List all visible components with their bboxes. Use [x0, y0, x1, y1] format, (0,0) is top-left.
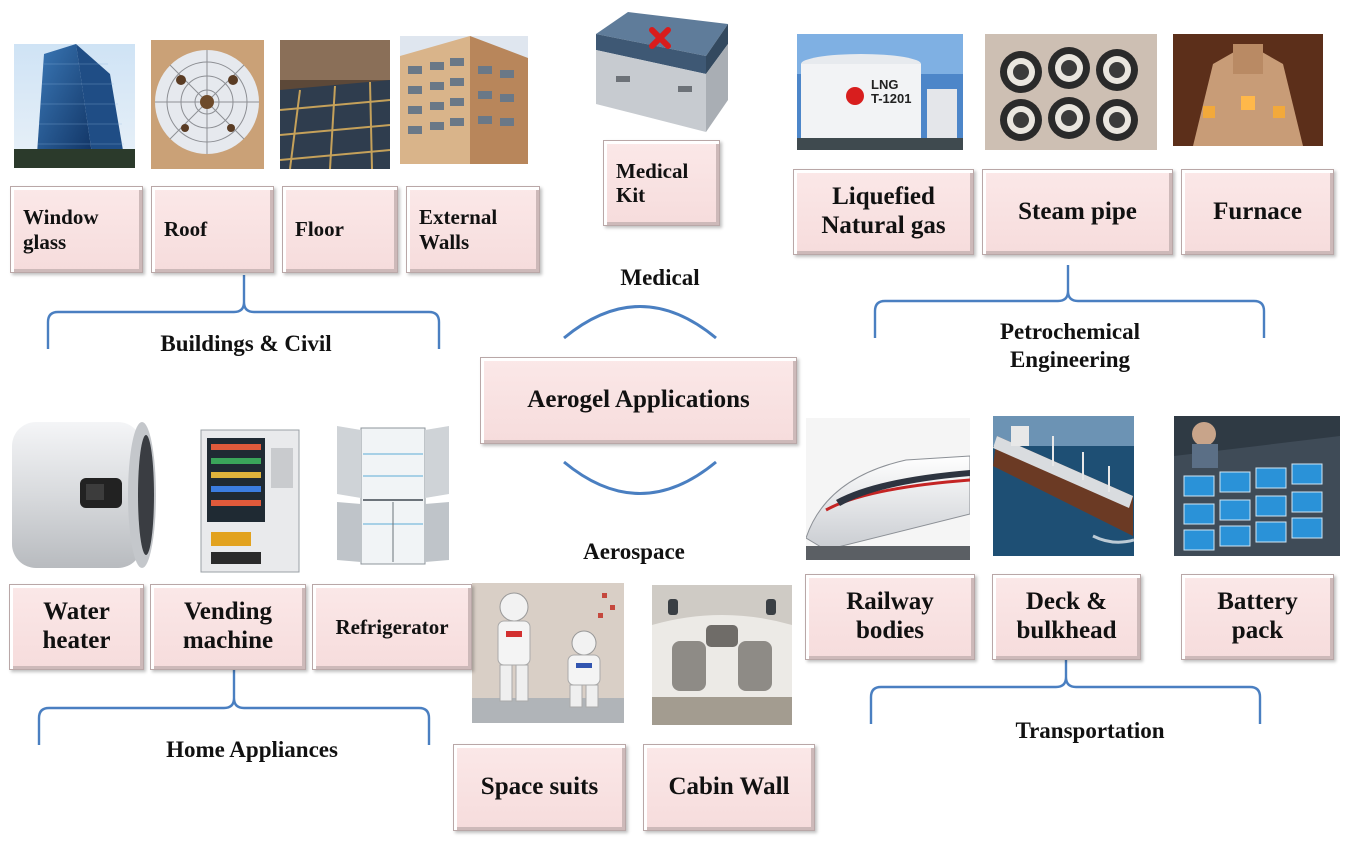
aerogel-applications-box: Aerogel Applications	[480, 357, 797, 444]
medical-kit-box: Medical Kit	[603, 140, 720, 226]
lng-box: Liquefied Natural gas	[793, 169, 974, 255]
steam-pipe-photo	[985, 34, 1157, 150]
floor-photo	[280, 40, 390, 169]
cabin-wall-photo	[652, 585, 792, 725]
window-glass-box: Window glass	[10, 186, 143, 273]
aerospace-label: Aerospace	[583, 539, 685, 564]
refrigerator-box: Refrigerator	[312, 584, 472, 670]
cabin-wall-box: Cabin Wall	[643, 744, 815, 831]
railway-bodies-box: Railway bodies	[805, 574, 975, 660]
lng-tank-photo: LNG T-1201	[797, 34, 963, 150]
steam-pipe-box: Steam pipe	[982, 169, 1173, 255]
furnace-box: Furnace	[1181, 169, 1334, 255]
space-suits-photo	[472, 583, 624, 723]
deck-bulkhead-box: Deck & bulkhead	[992, 574, 1141, 660]
roof-photo	[151, 40, 264, 169]
refrigerator-photo	[333, 424, 453, 567]
vending-machine-box: Vending machine	[150, 584, 306, 670]
window-glass-photo	[14, 44, 135, 168]
lng-tank-text: LNG T-1201	[871, 77, 912, 106]
medical-label: Medical	[620, 265, 700, 290]
external-walls-box: External Walls	[406, 186, 540, 273]
space-suits-box: Space suits	[453, 744, 626, 831]
water-heater-box: Water heater	[9, 584, 144, 670]
home-appliances-label: Home Appliances	[166, 737, 338, 762]
railway-photo	[806, 418, 970, 560]
floor-box: Floor	[282, 186, 398, 273]
top-arc	[563, 305, 717, 340]
ship-photo	[993, 416, 1134, 556]
external-walls-photo	[400, 36, 528, 164]
buildings-civil-label: Buildings & Civil	[160, 331, 332, 356]
furnace-photo	[1173, 34, 1323, 146]
medical-kit-photo	[588, 4, 736, 140]
vending-machine-photo	[199, 428, 306, 575]
battery-pack-box: Battery pack	[1181, 574, 1334, 660]
battery-pack-photo	[1174, 416, 1340, 556]
roof-box: Roof	[151, 186, 274, 273]
bottom-arc	[563, 460, 717, 495]
petrochemical-label: Petrochemical Engineering	[999, 319, 1141, 372]
water-heater-photo	[10, 416, 157, 574]
transportation-label: Transportation	[1015, 718, 1165, 743]
